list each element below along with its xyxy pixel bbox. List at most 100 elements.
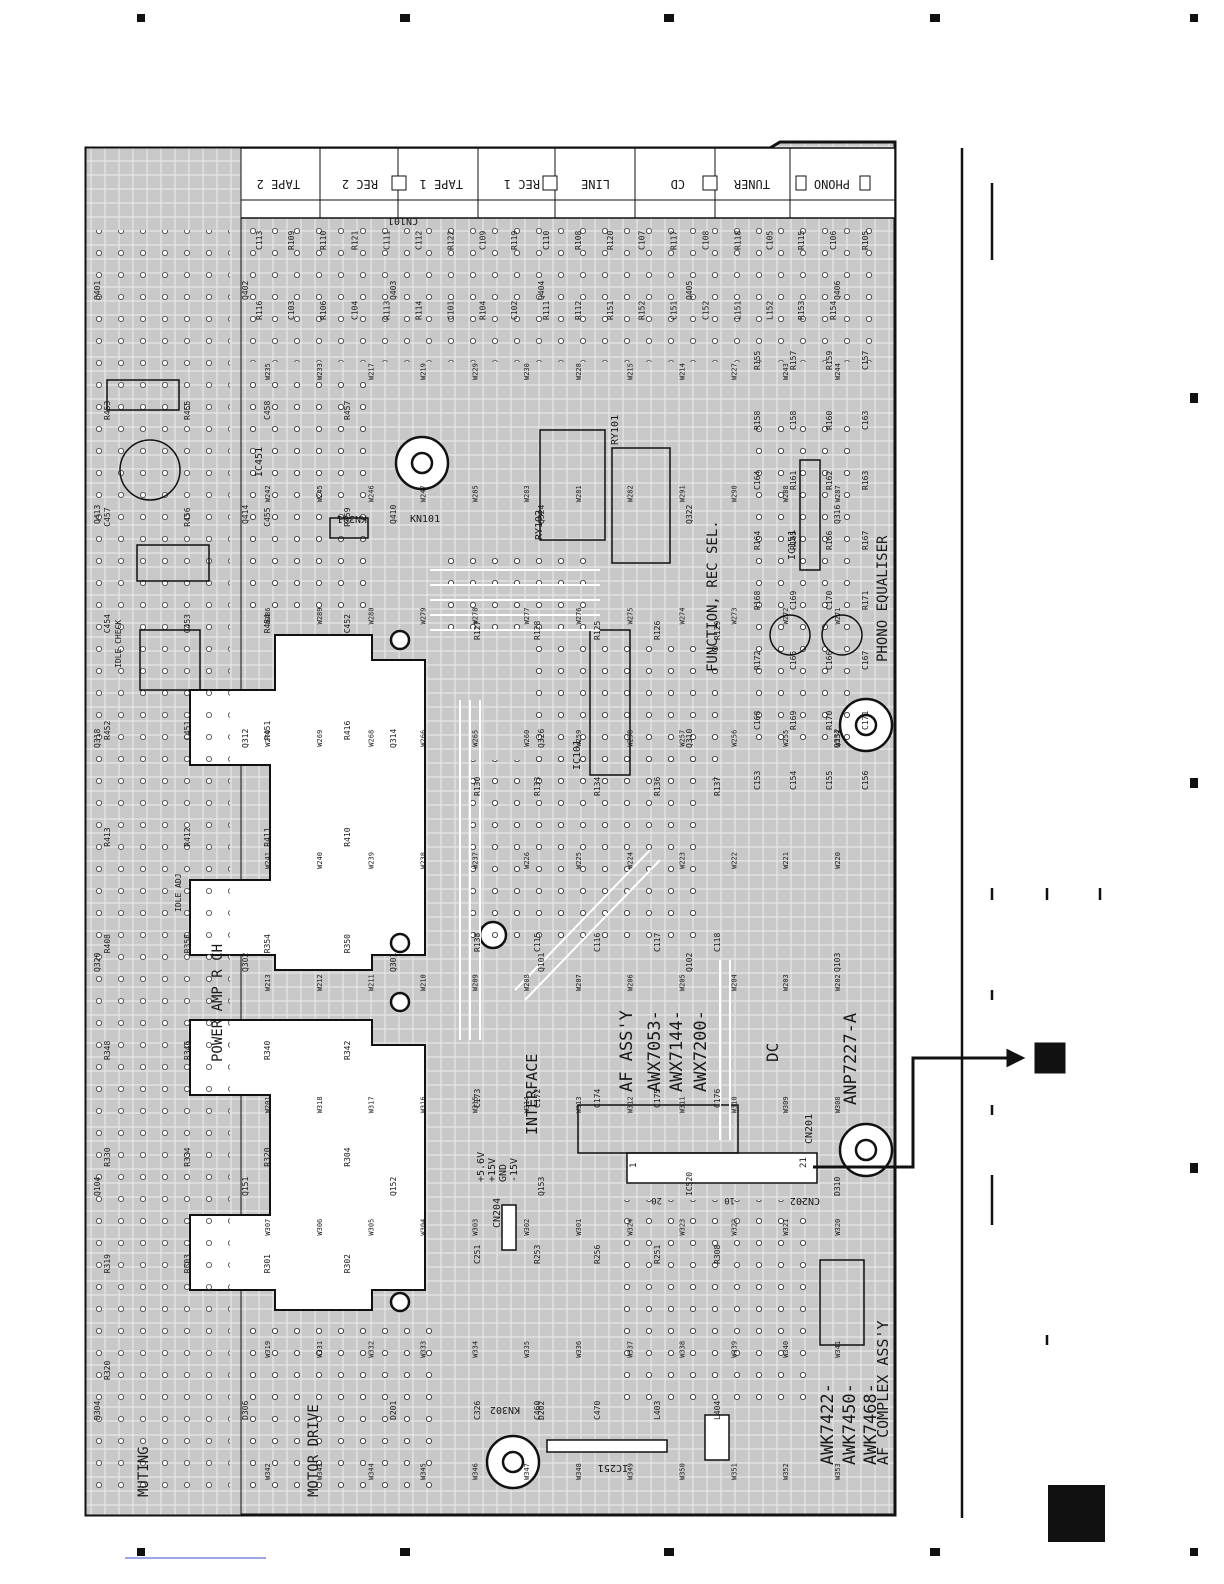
component-labels-centre-11: C115 bbox=[533, 933, 542, 952]
component-labels-mid-16: R413 bbox=[103, 827, 112, 846]
signal-rails bbox=[430, 569, 731, 1140]
label-interface: INTERFACE bbox=[523, 1054, 541, 1135]
jumper-labels-18: W281 bbox=[575, 485, 583, 502]
component-labels-mid-27: R342 bbox=[343, 1041, 352, 1060]
component-labels-top-0: C113 bbox=[255, 231, 264, 250]
component-labels-top-18: C106 bbox=[829, 231, 838, 250]
interface-pin-gnd: GND bbox=[498, 1164, 509, 1182]
component-labels-top-5: C112 bbox=[415, 231, 424, 250]
jumper-labels-80: W311 bbox=[679, 1096, 687, 1113]
jumper-labels-119: W353 bbox=[834, 1463, 842, 1480]
component-labels-mid-35: R302 bbox=[343, 1254, 352, 1273]
component-labels-right-1: R157 bbox=[789, 351, 798, 370]
ry102-body bbox=[539, 429, 606, 541]
jumper-labels-39: W266 bbox=[420, 730, 428, 747]
component-labels-mid-32: R319 bbox=[103, 1254, 112, 1273]
component-labels-right-8: C164 bbox=[753, 471, 762, 490]
component-labels-centre-20: C251 bbox=[473, 1245, 482, 1264]
jumper-labels-61: W212 bbox=[316, 974, 324, 991]
jumper-labels-54: W225 bbox=[575, 852, 583, 869]
component-labels-top-36: L152 bbox=[765, 301, 774, 320]
connector-label-rec1: REC 1 bbox=[504, 177, 540, 191]
component-labels-centre-8: R136 bbox=[653, 777, 662, 796]
jumper-labels-88: W303 bbox=[471, 1219, 479, 1236]
label-af-complex: AF COMPLEX ASS'Y bbox=[874, 1321, 892, 1466]
jumper-labels-5: W230 bbox=[523, 363, 531, 380]
ic251-body bbox=[546, 1439, 668, 1453]
label-board-code: ANP7227-A bbox=[841, 1013, 861, 1105]
component-labels-right-22: C166 bbox=[825, 651, 834, 670]
component-labels-top-9: C110 bbox=[542, 231, 551, 250]
component-labels-centre-2: R125 bbox=[593, 621, 602, 640]
jumper-labels-12: W242 bbox=[264, 485, 272, 502]
jumper-labels-53: W226 bbox=[523, 852, 531, 869]
component-labels-right-17: C169 bbox=[789, 591, 798, 610]
interface-pin-minus15v: -15V bbox=[509, 1158, 520, 1182]
jumper-labels-35: W271 bbox=[834, 608, 842, 625]
component-labels-right-13: R165 bbox=[789, 531, 798, 550]
component-labels-top-24: R113 bbox=[383, 301, 392, 320]
jumper-labels-74: W317 bbox=[368, 1096, 376, 1113]
jumper-labels-114: W348 bbox=[575, 1463, 583, 1480]
component-labels-centre-0: R127 bbox=[473, 621, 482, 640]
component-labels-centre-17: C174 bbox=[593, 1089, 602, 1108]
jumper-labels-1: W233 bbox=[316, 363, 324, 380]
component-labels-mid-20: R408 bbox=[103, 934, 112, 953]
label-dc: DC bbox=[763, 1043, 782, 1062]
component-labels-right-16: R168 bbox=[753, 591, 762, 610]
component-labels-centre-12: C116 bbox=[593, 933, 602, 952]
component-labels-mid-8: C454 bbox=[103, 614, 112, 633]
label-idle-check: IDLE CHECK bbox=[114, 620, 123, 668]
kn101-body bbox=[329, 517, 369, 539]
transistor-labels-21: Q101 bbox=[537, 953, 546, 972]
component-labels-mid-3: R457 bbox=[343, 401, 352, 420]
component-labels-right-25: R169 bbox=[789, 711, 798, 730]
transistor-labels-33: D202 bbox=[537, 1401, 546, 1420]
registration-marks bbox=[137, 14, 1198, 1556]
component-labels-mid-29: R334 bbox=[183, 1147, 192, 1166]
jumper-labels-118: W352 bbox=[782, 1463, 790, 1480]
jumper-labels-106: W340 bbox=[782, 1341, 790, 1358]
jumper-labels-30: W276 bbox=[575, 608, 583, 625]
component-labels-top-12: C107 bbox=[638, 231, 647, 250]
component-bodies bbox=[106, 379, 865, 1461]
transistor-labels-10: Q322 bbox=[685, 505, 694, 524]
component-labels-mid-28: R330 bbox=[103, 1147, 112, 1166]
component-labels-centre-27: C470 bbox=[593, 1401, 602, 1420]
component-labels-centre-23: R251 bbox=[653, 1245, 662, 1264]
label-power-amp: POWER AMP R CH bbox=[210, 944, 226, 1062]
ic251-label: IC251 bbox=[598, 1462, 628, 1473]
component-labels-right-12: R164 bbox=[753, 531, 762, 550]
component-labels-top-34: C152 bbox=[702, 301, 711, 320]
jumper-labels-82: W309 bbox=[782, 1096, 790, 1113]
jumper-labels-115: W349 bbox=[627, 1463, 635, 1480]
component-labels-top-3: R121 bbox=[351, 231, 360, 250]
jumper-labels-98: W332 bbox=[368, 1341, 376, 1358]
section-labels: FUNCTION, REC SEL. PHONO EQUALISER POWER… bbox=[114, 520, 891, 1497]
component-labels-mid-6: C455 bbox=[263, 507, 272, 526]
jumper-labels-40: W265 bbox=[471, 730, 479, 747]
jumper-labels-97: W331 bbox=[316, 1341, 324, 1358]
jumper-labels-60: W213 bbox=[264, 974, 272, 991]
component-labels-top-14: C108 bbox=[702, 231, 711, 250]
transistor-labels-8: Q410 bbox=[389, 505, 398, 524]
transistor-labels-1: Q402 bbox=[241, 281, 250, 300]
jumper-labels-73: W318 bbox=[316, 1096, 324, 1113]
label-awx-3: AWX7200- bbox=[691, 1010, 711, 1092]
component-labels-top-27: R104 bbox=[478, 301, 487, 320]
component-labels-top-6: R122 bbox=[446, 231, 455, 250]
cn201-pin-numbers: 21 20 10 1 bbox=[629, 1157, 809, 1205]
component-labels-top-10: R108 bbox=[574, 231, 583, 250]
component-labels-right-9: R161 bbox=[789, 471, 798, 490]
interface-pin-plus56v: +5.6V bbox=[476, 1152, 487, 1182]
component-labels-mid-15: R416 bbox=[343, 721, 352, 740]
jumper-labels-89: W302 bbox=[523, 1219, 531, 1236]
jumper-labels-77: W314 bbox=[523, 1096, 531, 1113]
transistor-labels-11: Q316 bbox=[833, 505, 842, 524]
transistor-labels-14: Q314 bbox=[389, 729, 398, 748]
jumper-labels-43: W258 bbox=[627, 730, 635, 747]
jumper-labels-8: W214 bbox=[679, 363, 687, 380]
